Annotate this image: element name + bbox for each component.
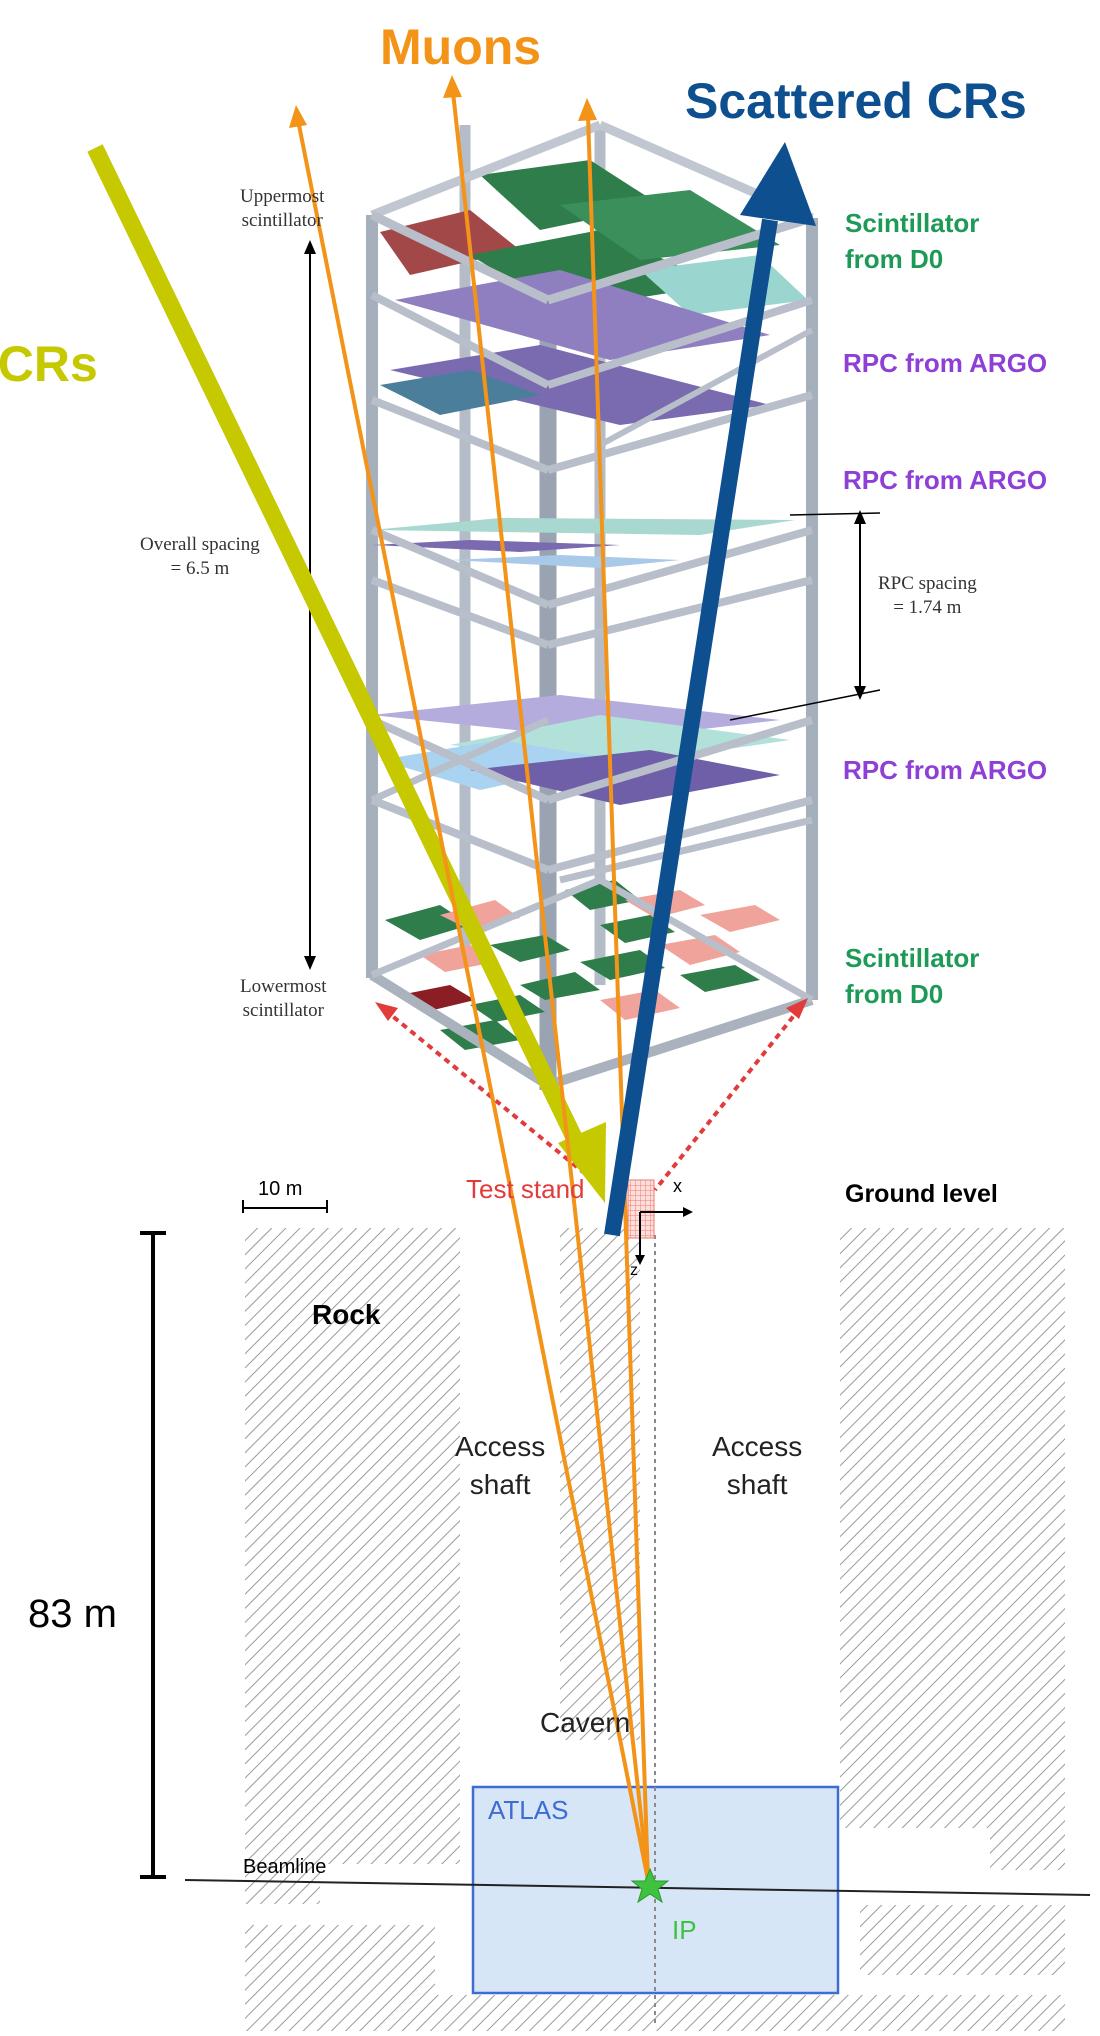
overall-spacing-label: Overall spacing = 6.5 m bbox=[140, 533, 260, 581]
atlas-label: ATLAS bbox=[488, 1795, 569, 1825]
lowermost-scintillator-label: Lowermost scintillator bbox=[240, 976, 327, 1021]
incoming-crs-label: l CRs bbox=[0, 336, 98, 392]
rpc-spacing-label: RPC spacing = 1.74 m bbox=[878, 573, 977, 618]
rpc-label-3: RPC from ARGO bbox=[843, 755, 1048, 785]
rock-label: Rock bbox=[312, 1299, 381, 1330]
beamline bbox=[184, 1879, 1091, 1896]
scattered-crs-label: Scattered CRs bbox=[685, 73, 1027, 129]
rock-section bbox=[245, 1228, 1065, 2031]
muon-arrowheads bbox=[289, 75, 597, 128]
ip-star-icon bbox=[630, 1867, 670, 1904]
scale-bar bbox=[242, 1200, 328, 1213]
rpc-label-2: RPC from ARGO bbox=[843, 465, 1048, 495]
cavern-label: Cavern bbox=[540, 1707, 631, 1738]
detector-tower bbox=[366, 120, 818, 1090]
scintillator-top-label: Scintillator from D0 bbox=[845, 208, 980, 274]
access-shaft-right-label: Access shaft bbox=[712, 1431, 803, 1500]
scintillator-bottom-label: Scintillator from D0 bbox=[845, 943, 980, 1009]
incoming-cr-arrow bbox=[87, 144, 606, 1203]
axis-x-label: x bbox=[673, 1176, 682, 1196]
local-axes bbox=[635, 1207, 693, 1265]
axis-z-label: z bbox=[630, 1262, 638, 1279]
depth-bar bbox=[140, 1231, 166, 1879]
test-stand-label: Test stand bbox=[466, 1174, 585, 1204]
muon-tracks bbox=[296, 91, 650, 1881]
beamline-label: Beamline bbox=[243, 1856, 327, 1878]
scattered-cr-arrow bbox=[604, 142, 816, 1237]
uppermost-scintillator-label: Uppermost scintillator bbox=[240, 186, 325, 231]
ground-level-label: Ground level bbox=[845, 1180, 998, 1208]
rpc-label-1: RPC from ARGO bbox=[843, 348, 1048, 378]
depth-label: 83 m bbox=[28, 1592, 117, 1636]
rpc-spacing-dimension bbox=[729, 510, 881, 721]
muons-label: Muons bbox=[380, 19, 542, 75]
access-shaft-left-label: Access shaft bbox=[455, 1431, 546, 1500]
ip-label: IP bbox=[672, 1915, 697, 1945]
scale-label: 10 m bbox=[258, 1178, 303, 1200]
